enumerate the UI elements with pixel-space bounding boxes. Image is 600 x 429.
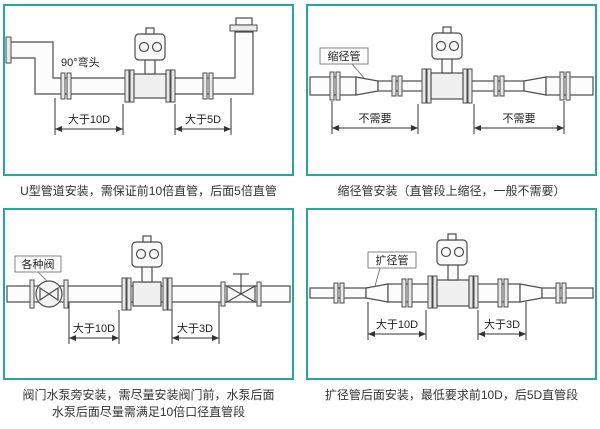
panel-reducer: 缩径管 不需要 不需要 (306, 4, 597, 176)
dimension-right: 大于3D (171, 302, 220, 345)
diagram-expander: 扩径管 大于10D 大于3D (309, 233, 594, 341)
dimension-left: 大于10D (68, 302, 120, 345)
dim-left-label: 不需要 (359, 112, 392, 125)
dim-right-label: 大于5D (185, 112, 221, 126)
diagram-u-type: 90°弯头 大于10D 大于5D (5, 17, 258, 135)
panel-u-type: 90°弯头 大于10D 大于5D (3, 4, 294, 176)
dim-right-label: 大于3D (484, 317, 520, 331)
expander-label: 扩径管 (376, 253, 409, 267)
reducer-label: 缩径管 (328, 49, 361, 63)
dim-left-label: 大于10D (73, 321, 115, 335)
flowmeter (427, 233, 479, 309)
cell-u-type: 90°弯头 大于10D 大于5D U (3, 4, 294, 208)
diagram-reducer: 缩径管 不需要 不需要 (309, 26, 594, 134)
caption-valve-pump: 阀门水泵旁安装，需尽量安装阀门前，水泵后面 水泵后面尽量需满足10倍口径直管段 (3, 380, 294, 425)
elbow-label: 90°弯头 (61, 55, 100, 69)
dimension-right: 大于5D (174, 98, 232, 135)
valve-label: 各种阀 (22, 257, 55, 271)
cell-reducer: 缩径管 不需要 不需要 (306, 4, 597, 208)
cell-valve-pump: 各种阀 大于10D 大于3D (3, 208, 294, 429)
valve-left (29, 279, 69, 309)
dimension-left: 大于10D (367, 302, 427, 341)
panel-valve-pump: 各种阀 大于10D 大于3D (3, 208, 294, 381)
caption-line-1: 阀门水泵旁安装，需尽量安装阀门前，水泵后面 (22, 388, 275, 403)
dim-right-label: 不需要 (503, 112, 536, 125)
caption-expander: 扩径管后面安装，最低要求前10D，后5D直管段 (324, 388, 579, 403)
component-label: 缩径管 (319, 47, 369, 79)
dimension-left: 大于10D (54, 98, 124, 135)
flowmeter (421, 26, 473, 104)
dimension-right: 不需要 (473, 101, 565, 134)
component-label: 各种阀 (14, 256, 62, 282)
pipe-run (5, 17, 258, 100)
dim-right-label: 大于3D (177, 321, 213, 335)
caption-u-type: U型管道安装，需保证前10倍直管，后面5倍直管 (20, 184, 277, 198)
panel-expander: 扩径管 大于10D 大于3D (306, 208, 597, 381)
dim-left-label: 大于10D (68, 112, 110, 126)
dim-left-label: 大于10D (376, 317, 418, 331)
caption-line-2: 水泵后面尽量需满足10倍口径直管段 (51, 404, 246, 419)
flowmeter (121, 235, 173, 311)
dimension-left: 不需要 (331, 101, 419, 134)
diagram-valve-pump: 各种阀 大于10D 大于3D (6, 235, 291, 345)
valve-right (220, 273, 262, 307)
pipe-run (309, 278, 594, 308)
component-label: 扩径管 (367, 252, 417, 287)
dimension-right: 大于3D (477, 302, 527, 341)
caption-reducer: 缩径管安装（直管段上缩径，一般不需要） (337, 184, 566, 198)
flowmeter (124, 27, 176, 103)
cell-expander: 扩径管 大于10D 大于3D (306, 208, 597, 429)
